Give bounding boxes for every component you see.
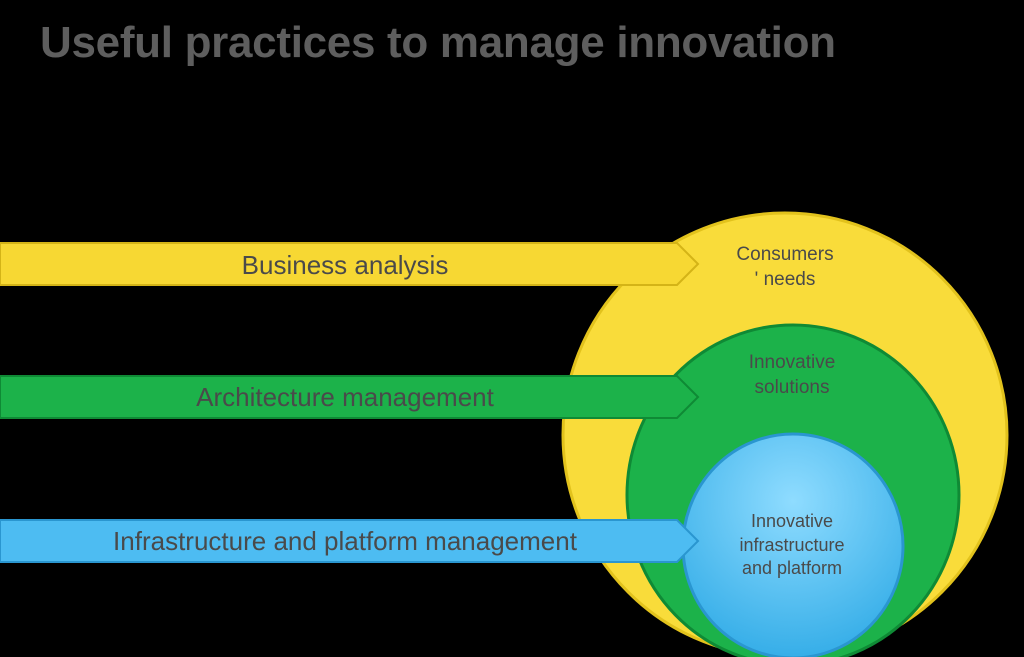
innovative-solutions-label-line-2: solutions [755, 377, 830, 398]
architecture-management-arrow [0, 375, 700, 419]
consumers-needs-label-line-2: ' needs [755, 269, 816, 290]
architecture-management-label: Architecture management [196, 382, 494, 412]
slide-title: Useful practices to manage innovation [40, 18, 836, 67]
consumers-needs-label-line-1: Consumers [736, 244, 833, 265]
infrastructure-platform-arrow [0, 519, 700, 563]
innovative-infrastructure-label-line-3: and platform [742, 558, 842, 578]
innovative-solutions-label-line-1: Innovative [749, 352, 836, 373]
innovative-infrastructure-label-line-1: Innovative [751, 511, 833, 531]
infrastructure-platform-label: Infrastructure and platform management [113, 526, 578, 556]
business-analysis-arrow [0, 242, 700, 286]
innovative-infrastructure-label-line-2: infrastructure [739, 535, 844, 555]
business-analysis-label: Business analysis [242, 250, 449, 280]
